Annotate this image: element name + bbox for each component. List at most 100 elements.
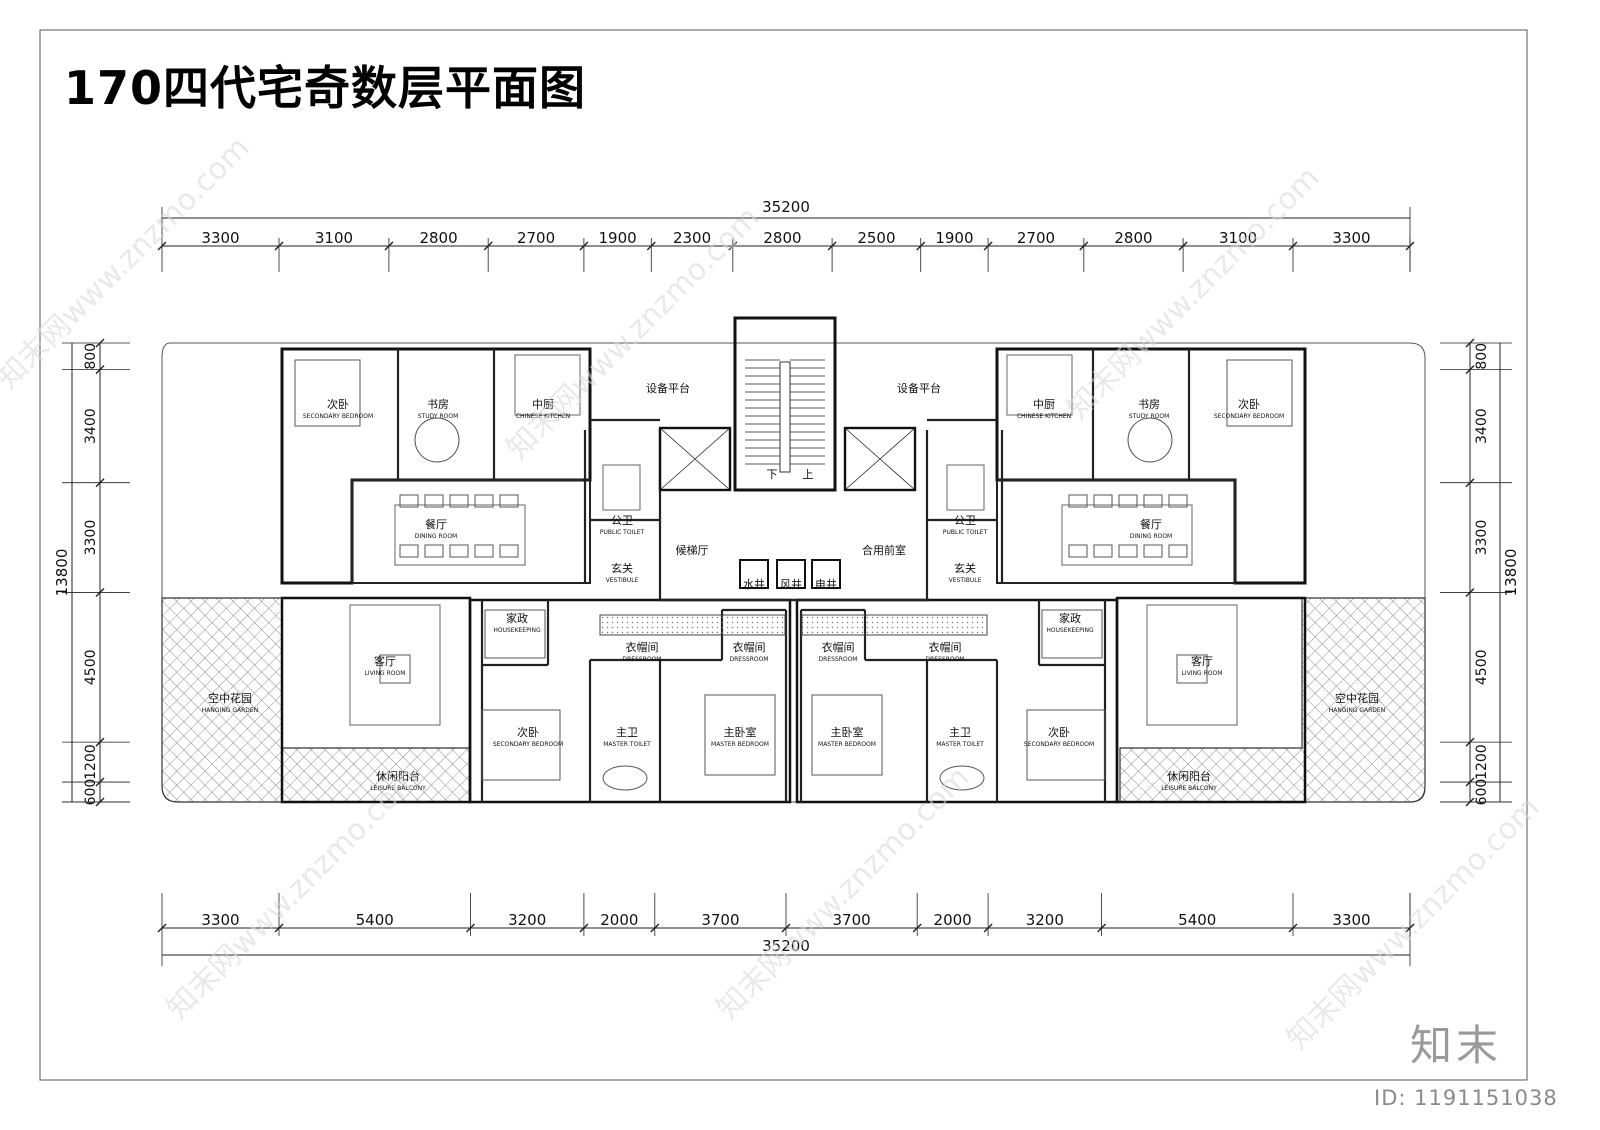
dining-chair — [474, 544, 494, 558]
dim-tick-mark — [1465, 338, 1475, 348]
dim-tick-mark — [1465, 797, 1475, 807]
room-secondary-bedroom-en-R: SECONDARY BEDROOM — [1214, 413, 1284, 420]
room-equipment-L: 设备平台 — [646, 381, 690, 395]
room-public-toilet-en-L: PUBLIC TOILET — [600, 529, 645, 536]
dim-bottom-9: 3300 — [1332, 911, 1370, 929]
study-table — [1127, 417, 1173, 463]
dining-chair — [474, 494, 494, 508]
room-living-R: 客厅 — [1191, 654, 1213, 668]
room-public-toilet-L: 公卫 — [611, 514, 633, 527]
elevator-cross — [659, 427, 731, 491]
bathtub — [602, 765, 648, 791]
dim-right-0: 800 — [1474, 343, 1490, 370]
dining-wall — [351, 479, 591, 584]
room-dressroom-R: 衣帽间 — [929, 640, 962, 654]
watermark-image-id: ID: 1191151038 — [1374, 1086, 1558, 1110]
room-housekeeping-L: 家政 — [506, 611, 528, 625]
room-dressroom-en-R: DRESSROOM — [819, 656, 858, 663]
room-dressroom-en-L: DRESSROOM — [730, 656, 769, 663]
bed — [481, 709, 561, 781]
sheet-border — [39, 29, 1528, 1081]
room-kitchen-en-L: CHINESE KITCHEN — [516, 413, 570, 420]
room-master-toilet-en-R: MASTER TOILET — [936, 741, 984, 748]
exterior-wall — [995, 347, 1307, 585]
hanging-garden-left — [161, 597, 471, 803]
dim-tick-mark — [95, 338, 105, 348]
room-equipment-R: 设备平台 — [897, 381, 941, 395]
hanging-garden-right — [1119, 597, 1426, 803]
dim-right-total: 13800 — [1502, 549, 1520, 597]
room-living-en-L: LIVING ROOM — [365, 670, 406, 677]
dim-top-6: 2800 — [763, 229, 801, 247]
dim-tick-mark — [1465, 737, 1475, 747]
dim-bottom-total: 35200 — [762, 937, 810, 955]
dim-left-total: 13800 — [53, 549, 71, 597]
shaft-box — [739, 559, 769, 589]
dining-chair — [399, 544, 419, 558]
dim-top-7: 2500 — [857, 229, 895, 247]
dim-tick-mark — [1405, 241, 1415, 251]
room-dining-L: 餐厅 — [425, 517, 447, 531]
dim-tick-mark — [274, 923, 284, 933]
dim-tick-mark — [983, 923, 993, 933]
room-public-toilet-R: 公卫 — [954, 514, 976, 527]
dining-chair — [399, 494, 419, 508]
dim-tick-mark — [781, 923, 791, 933]
dining-chair — [1068, 544, 1088, 558]
dim-tick-mark — [1465, 587, 1475, 597]
dim-bottom-1: 5400 — [356, 911, 394, 929]
dim-tick-mark — [827, 241, 837, 251]
room-leisure-balcony-R: 休闲阳台 — [1167, 769, 1211, 783]
dim-left-5: 600 — [83, 779, 99, 806]
dim-top-3: 2700 — [517, 229, 555, 247]
kitchen-counter — [514, 354, 581, 416]
dim-bottom-3: 2000 — [600, 911, 638, 929]
dim-tick-mark — [274, 241, 284, 251]
room-secondary-bedroom-R: 次卧 — [1048, 725, 1070, 739]
room-leisure-balcony-en-R: LEISURE BALCONY — [1161, 785, 1217, 792]
dim-bottom-5: 3700 — [832, 911, 870, 929]
dim-right-2: 3300 — [1474, 520, 1490, 556]
room-hanging-garden-R: 空中花园 — [1335, 691, 1379, 705]
dim-top-8: 1900 — [935, 229, 973, 247]
dining-chair — [1168, 494, 1188, 508]
dining-chair — [1168, 544, 1188, 558]
exterior-wall — [280, 347, 592, 585]
shaft-box — [811, 559, 841, 589]
drawing-title: 170四代宅奇数层平面图 — [64, 61, 587, 115]
dining-chair — [1093, 494, 1113, 508]
bed — [294, 359, 361, 427]
room-dining-R: 餐厅 — [1140, 517, 1162, 531]
dim-tick-mark — [579, 241, 589, 251]
room-water-shaft-C: 水井 — [743, 577, 765, 591]
shaft-box — [776, 559, 806, 589]
room-secondary-bedroom-en-L: SECONDARY BEDROOM — [303, 413, 373, 420]
dim-left-4: 1200 — [83, 744, 99, 780]
dining-chair — [449, 544, 469, 558]
room-leisure-balcony-en-L: LEISURE BALCONY — [370, 785, 426, 792]
elevator-cross — [844, 427, 916, 491]
dim-tick-mark — [1405, 923, 1415, 933]
dim-tick-mark — [1465, 777, 1475, 787]
wardrobe — [801, 614, 988, 636]
room-shared-front-C: 合用前室 — [862, 543, 906, 557]
dim-bottom-0: 3300 — [201, 911, 239, 929]
dining-chair — [1118, 544, 1138, 558]
room-dressroom-L: 衣帽间 — [626, 640, 659, 654]
study-table — [414, 417, 460, 463]
dining-table — [1061, 504, 1193, 566]
watermark-url-2: 知末网www.znzmo.com — [1060, 160, 1326, 426]
dim-tick-mark — [157, 923, 167, 933]
dim-tick-mark — [95, 478, 105, 488]
room-dressroom-en-R: DRESSROOM — [926, 656, 965, 663]
dim-tick-mark — [384, 241, 394, 251]
dim-right-4: 1200 — [1474, 744, 1490, 780]
coffee-table — [1176, 654, 1208, 684]
dim-top-total: 35200 — [762, 198, 810, 216]
room-kitchen-en-R: CHINESE KITCHEN — [1017, 413, 1071, 420]
room-stair-up-C: 上 — [803, 468, 814, 481]
dining-wall — [996, 479, 1236, 584]
dim-top-11: 3100 — [1219, 229, 1257, 247]
dining-chair — [1143, 544, 1163, 558]
